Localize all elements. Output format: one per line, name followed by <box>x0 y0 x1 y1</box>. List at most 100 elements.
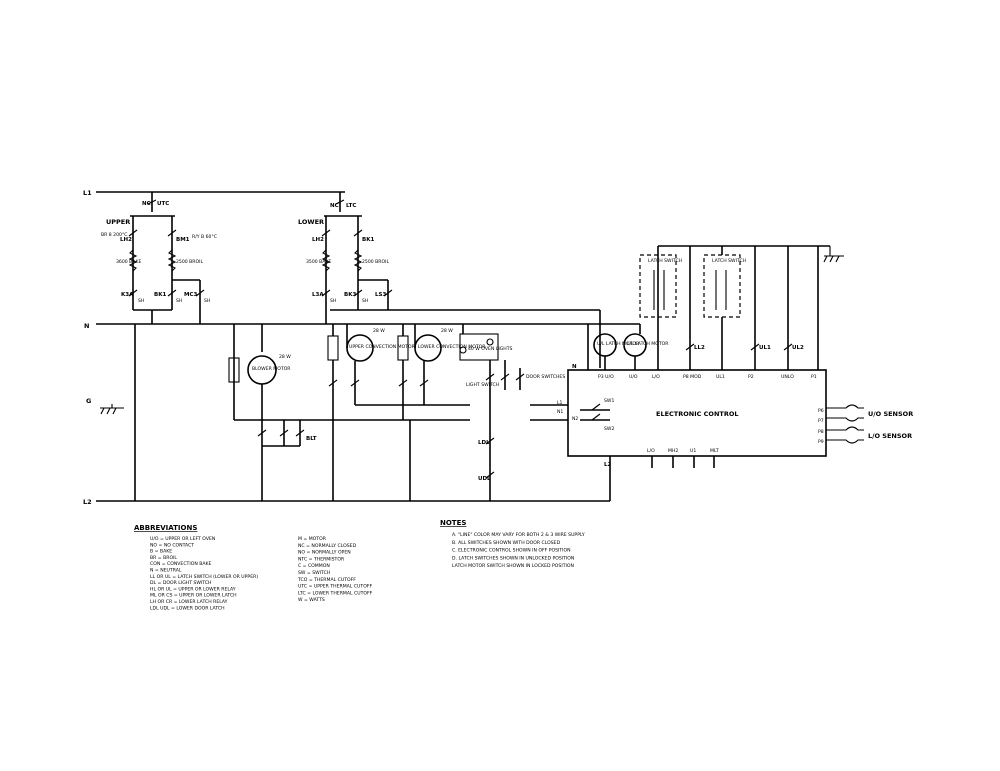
ul1-label: UL1 <box>759 345 771 351</box>
upper-relay-1-sub: SH <box>138 298 144 304</box>
upper-limit-right: BM1 <box>176 237 190 243</box>
lower-label: LOWER <box>298 218 324 226</box>
upper-relay-2-sub: SH <box>176 298 182 304</box>
g-label: G <box>86 397 91 405</box>
abbreviation-item: NTC = THERMISTOR <box>298 556 345 562</box>
upper-relay-3-sub: SH <box>204 298 210 304</box>
lower-latch-switch-label: LATCH SWITCH <box>712 258 746 264</box>
upper-left-temp: BR 8 200°C <box>101 232 127 238</box>
note-item: C. ELECTRONIC CONTROL SHOWN IN OFF POSIT… <box>452 548 571 554</box>
abbreviation-item: TCO = THERMAL CUTOFF <box>297 577 356 583</box>
upper-tco-prefix: NC <box>142 201 151 207</box>
oven-lights-label: 40 W OVEN LIGHTS <box>468 346 513 352</box>
upper-latch-motor-label: U/L LATCH MOTOR <box>597 341 640 347</box>
pin-top-3: L/O <box>652 374 660 380</box>
upper-broil-element: 3600 BAKE <box>116 259 141 265</box>
abbreviation-item: UTC = UPPER THERMAL CUTOFF <box>298 584 372 590</box>
lower-limit-left: LH2 <box>312 237 324 243</box>
sw1-label: SW1 <box>604 398 614 404</box>
upper-bake-element: 2500 BROIL <box>176 259 203 265</box>
door-switches-label: DOOR SWITCHES <box>526 374 565 380</box>
ul2-label: UL2 <box>792 345 804 351</box>
pin-corner-b: L2 <box>604 462 612 468</box>
l2-label: L2 <box>83 498 92 506</box>
pin-top-8: P1 <box>811 374 817 380</box>
pin-corner-ltop: N <box>572 364 577 370</box>
abbreviation-item: ML OR CS = UPPER OR LOWER LATCH <box>150 593 237 599</box>
pin-bottom-1: L/O <box>647 448 655 454</box>
abbreviation-item: LL OR UL = LATCH SWITCH (LOWER OR UPPER) <box>150 574 258 580</box>
udl-label: UDL <box>478 476 491 482</box>
lower-bake-element: 2500 BROIL <box>362 259 389 265</box>
lower-relay-1: L3A <box>312 292 324 298</box>
pin-right-2: P7 <box>818 418 824 424</box>
abbreviation-item: NO = NO CONTACT <box>150 542 194 548</box>
lower-relay-3: LS3 <box>375 292 386 298</box>
ll2-label: LL2 <box>694 345 705 351</box>
upper-conv-motor-label: UPPER CONVECTION MOTOR <box>349 344 416 350</box>
upper-tco-label: UTC <box>157 201 169 207</box>
abbreviation-item: HL OR UL = UPPER OR LOWER RELAY <box>150 586 236 592</box>
abbreviation-item: NC = NORMALLY CLOSED <box>298 543 357 549</box>
notes-title: NOTES <box>440 519 466 527</box>
l1-label: L1 <box>83 189 92 197</box>
pin-right-3: P8 <box>818 429 824 435</box>
pin-top-2: U/O <box>629 374 638 380</box>
upper-right-temp: R/Y B 60°C <box>192 234 217 240</box>
pin-bottom-4: MLT <box>710 448 719 454</box>
ground-icon <box>823 246 844 263</box>
upper-relay-2: BK1 <box>154 292 166 298</box>
abbreviation-item: SW = SWITCH <box>298 570 330 576</box>
ul-sensor-label: U/O SENSOR <box>868 410 913 418</box>
abbreviation-item: C = COMMON <box>298 563 330 569</box>
abbreviation-item: U/O = UPPER OR LEFT OVEN <box>150 536 215 542</box>
abbreviation-item: LH OR CR = LOWER LATCH RELAY <box>150 599 228 605</box>
electronic-control-label: ELECTRONIC CONTROL <box>656 410 739 418</box>
lower-broil-element: 3500 BAKE <box>306 259 331 265</box>
blt-label: BLT <box>306 436 317 442</box>
note-item: D. LATCH SWITCHES SHOWN IN UNLOCKED POSI… <box>452 555 574 561</box>
abbreviation-item: W = WATTS <box>298 597 325 603</box>
lower-conv-watts: 28 W <box>441 328 453 334</box>
abbreviation-item: B = BAKE <box>150 549 172 555</box>
upper-limit-left: LH2 <box>120 237 132 243</box>
upper-label: UPPER <box>106 218 130 226</box>
pin-left-3: N2 <box>572 416 578 422</box>
pin-right-1: P6 <box>818 408 824 414</box>
abbreviation-item: M = MOTOR <box>298 536 327 542</box>
lower-tco-label: LTC <box>346 203 356 209</box>
pin-right-4: P9 <box>818 439 824 445</box>
pin-top-6: P2 <box>748 374 754 380</box>
abbreviation-item: NO = NORMALLY OPEN <box>298 550 351 556</box>
lower-oven-circuit: NC LTC LOWER LH2 3500 BAKE BK1 2500 BROI… <box>298 192 601 368</box>
n-label: N <box>84 322 89 330</box>
lower-relay-2-sub: SH <box>362 298 368 304</box>
upper-relay-1: K3A <box>121 292 134 298</box>
bus-lines: L1 N G L2 <box>83 189 640 506</box>
lower-relay-1-sub: SH <box>330 298 336 304</box>
lo-sensor-label: L/O SENSOR <box>868 432 912 440</box>
ldl-label: LDL <box>478 440 490 446</box>
abbreviation-item: N = NEUTRAL <box>150 568 182 574</box>
lower-limit-right: BK1 <box>362 237 374 243</box>
pin-left-2: N1 <box>557 409 563 415</box>
lower-conv-motor-label: LOWER CONVECTION MOTOR <box>418 344 486 350</box>
upper-oven-circuit: NC UTC UPPER LH2 BR 8 200°C 3600 BAKE BM… <box>101 192 217 324</box>
pin-top-1: P3 U/O <box>598 374 614 380</box>
abbreviation-item: BR = BROIL <box>150 555 177 561</box>
abbreviations-title: ABBREVIATIONS <box>134 524 197 532</box>
upper-conv-watts: 28 W <box>373 328 385 334</box>
upper-relay-3: MC3 <box>184 292 198 298</box>
pin-left-1: L1 <box>557 400 563 406</box>
abbreviation-item: CON = CONVECTION BAKE <box>150 561 212 567</box>
sw2-label: SW2 <box>604 426 614 432</box>
abbreviation-item: LTC = LOWER THERMAL CUTOFF <box>298 590 373 596</box>
notes-block: NOTES A. "LINE" COLOR MAY VARY FOR BOTH … <box>440 519 585 569</box>
pin-bottom-3: U1 <box>690 448 696 454</box>
pin-bottom-2: MH2 <box>668 448 678 454</box>
note-item: A. "LINE" COLOR MAY VARY FOR BOTH 2 & 3 … <box>452 532 585 538</box>
lower-relay-2: BK3 <box>344 292 356 298</box>
